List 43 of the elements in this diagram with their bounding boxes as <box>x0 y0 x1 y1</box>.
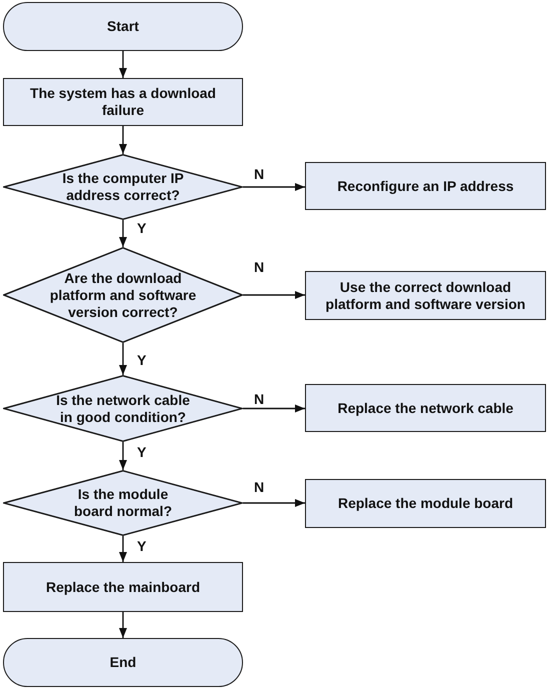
decision-diamond <box>3 247 243 343</box>
process-box <box>3 562 243 612</box>
flow-arrow <box>119 612 127 638</box>
flow-arrow <box>243 499 305 507</box>
decision-diamond <box>3 470 243 536</box>
flow-arrow <box>119 51 127 78</box>
flow-arrow <box>119 536 127 562</box>
step-label: Use the correct download platform and software version <box>324 278 526 312</box>
flow-arrow <box>243 183 305 191</box>
question-label: Is the computer IP address correct? <box>61 170 185 204</box>
flow-arrow <box>119 126 127 154</box>
process-box <box>305 271 546 320</box>
question-label: Are the download platform and software version correct? <box>48 270 198 320</box>
flow-arrow <box>119 220 127 247</box>
step-label: Replace the network cable <box>338 400 514 416</box>
branch-label: N <box>253 392 266 407</box>
process-box <box>305 479 546 528</box>
branch-label: N <box>253 260 266 275</box>
decision-diamond <box>3 375 243 442</box>
question-label: Is the module board normal? <box>72 486 173 520</box>
terminal-label: End <box>110 654 136 671</box>
branch-label: Y <box>136 445 148 460</box>
branch-label: Y <box>136 221 148 236</box>
step-label: The system has a download failure <box>29 85 217 119</box>
flow-arrow <box>119 442 127 470</box>
flow-arrow <box>119 343 127 375</box>
terminal-label: Start <box>107 18 139 35</box>
branch-label: N <box>253 167 266 182</box>
flow-arrow <box>243 291 305 299</box>
process-box <box>3 78 243 126</box>
step-label: Replace the mainboard <box>46 578 200 596</box>
step-label: Reconfigure an IP address <box>337 178 514 194</box>
step-label: Replace the module board <box>338 495 514 512</box>
branch-label: N <box>253 480 266 495</box>
process-box <box>305 162 546 210</box>
flow-arrow <box>243 404 305 412</box>
terminal-shape <box>3 2 243 51</box>
branch-label: Y <box>136 539 148 554</box>
terminal-shape <box>3 638 243 687</box>
question-label: Is the network cable in good condition? <box>55 392 191 426</box>
branch-label: Y <box>136 353 148 368</box>
decision-diamond <box>3 154 243 220</box>
process-box <box>305 384 546 432</box>
